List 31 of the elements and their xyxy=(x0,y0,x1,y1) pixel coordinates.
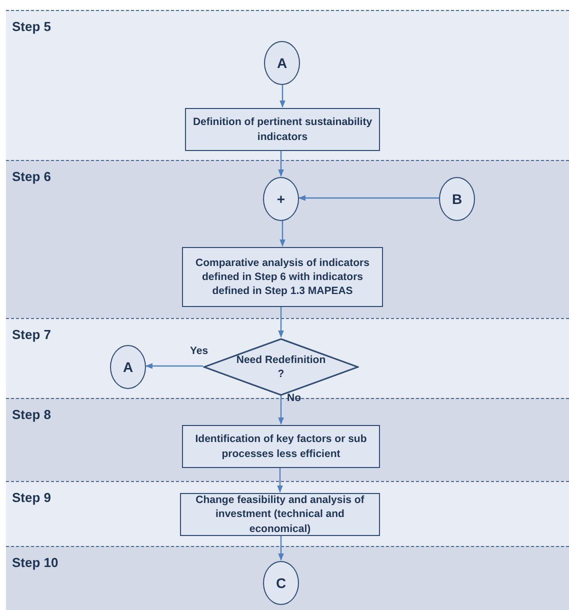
arrow xyxy=(277,467,283,493)
process-box: Comparative analysis of indicators defined in Step 6 with indicators defined in Step 1.3 MAPEAS xyxy=(182,247,383,307)
swimlane-band xyxy=(6,160,569,318)
step-heading: Step 7 xyxy=(12,327,52,342)
step-heading: Step 6 xyxy=(12,169,52,184)
arrow xyxy=(145,363,203,369)
connector-circle: B xyxy=(439,177,475,221)
step-heading: Step 10 xyxy=(12,555,58,570)
connector-circle: C xyxy=(263,561,299,605)
edge-label: No xyxy=(287,392,301,404)
step-heading: Step 9 xyxy=(12,490,52,505)
arrow xyxy=(278,395,284,425)
step-heading: Step 8 xyxy=(12,407,52,422)
arrow xyxy=(278,150,284,177)
connector-circle: A xyxy=(264,41,300,85)
connector-circle: A xyxy=(110,345,146,389)
arrow xyxy=(278,535,284,561)
arrow xyxy=(298,195,439,201)
swimlane-band xyxy=(6,481,569,546)
arrow xyxy=(280,220,286,247)
connector-circle: + xyxy=(263,177,299,221)
process-box: Identification of key factors or sub processes less efficient xyxy=(182,425,380,468)
edge-label: Yes xyxy=(190,345,208,357)
step-heading: Step 5 xyxy=(12,19,52,34)
swimlane-band xyxy=(6,10,569,160)
arrow xyxy=(280,84,286,108)
arrow xyxy=(278,306,284,338)
process-box: Change feasibility and analysis of investment (technical and economical) xyxy=(180,493,380,536)
decision-text: Need Redefinition ? xyxy=(236,352,326,382)
swimlane-band xyxy=(6,546,569,610)
process-box: Definition of pertinent sustainability indicators xyxy=(185,108,380,151)
